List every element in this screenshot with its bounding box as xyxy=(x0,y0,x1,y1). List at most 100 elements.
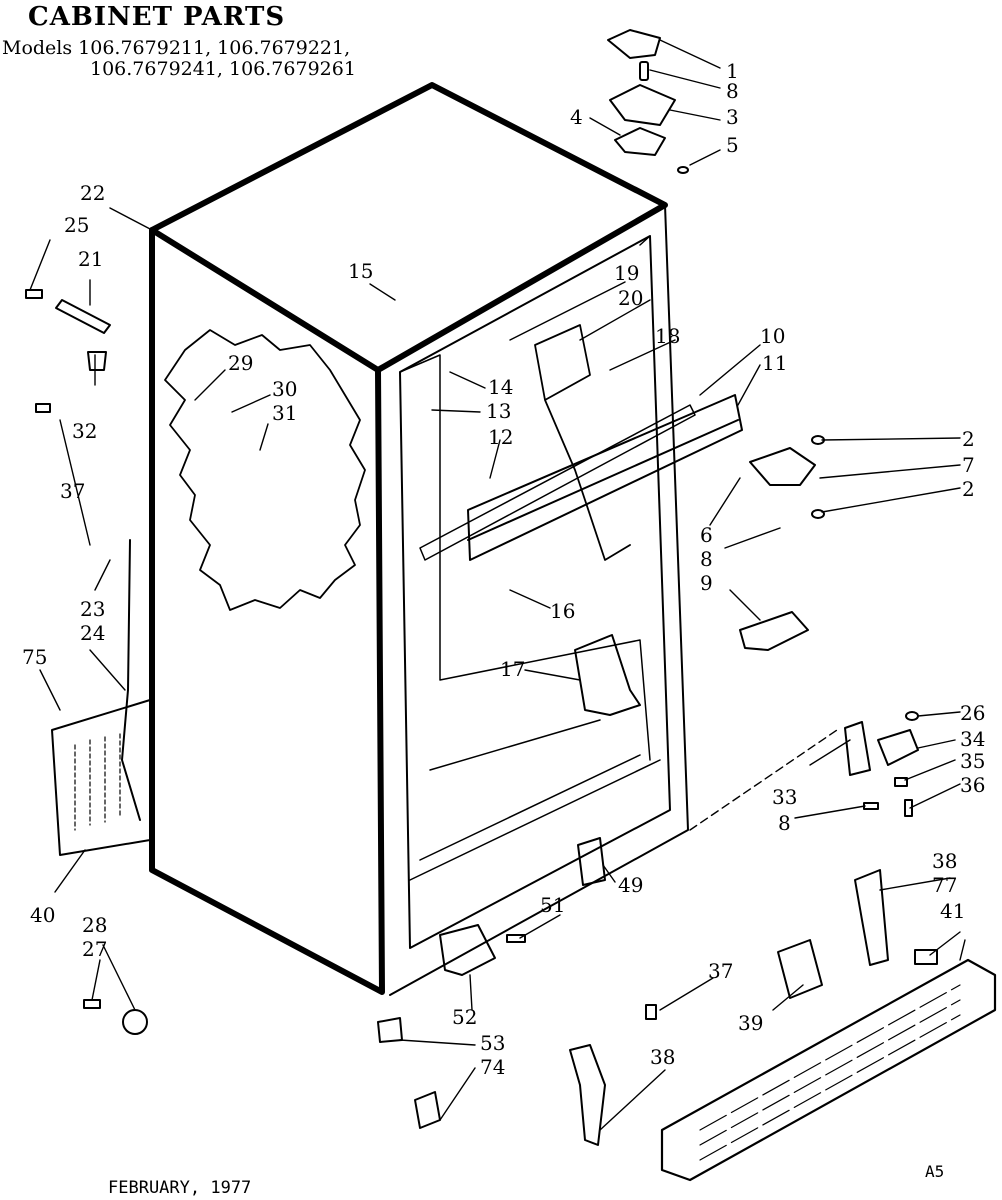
callout-label: 28 xyxy=(82,913,107,937)
pin-21 xyxy=(55,299,111,334)
hinge-cover-1 xyxy=(607,29,661,59)
grille-41 xyxy=(660,958,997,1182)
clip-9 xyxy=(739,611,809,651)
divider-bar xyxy=(419,404,696,561)
cap-32 xyxy=(87,351,107,371)
callout-label: 21 xyxy=(78,247,103,271)
callout-label: 18 xyxy=(655,324,680,348)
washer-5 xyxy=(677,166,689,174)
callout-label: 10 xyxy=(760,324,785,348)
hinge-3 xyxy=(609,84,676,126)
bracket-52 xyxy=(439,924,496,976)
callout-label: 38 xyxy=(932,849,957,873)
callout-label: 32 xyxy=(72,419,97,443)
washer-26 xyxy=(905,711,919,721)
callout-label: 13 xyxy=(486,399,511,423)
callout-labels: 1 8 3 4 5 22 25 21 15 19 20 18 10 11 29 … xyxy=(22,59,985,1079)
caster-28 xyxy=(122,1009,148,1035)
callout-label: 37 xyxy=(708,959,733,983)
callout-label: 51 xyxy=(540,893,565,917)
callout-label: 22 xyxy=(80,181,105,205)
callout-label: 23 xyxy=(80,597,105,621)
leveler-53 xyxy=(377,1017,403,1043)
callout-label: 77 xyxy=(932,873,957,897)
callout-label: 7 xyxy=(962,453,975,477)
callout-label: 6 xyxy=(700,523,713,547)
screw-8-lower xyxy=(863,802,879,810)
callout-label: 14 xyxy=(488,375,513,399)
bracket-17 xyxy=(574,634,641,716)
callout-label: 39 xyxy=(738,1011,763,1035)
callout-label: 26 xyxy=(960,701,985,725)
models-list: Models 106.7679211, 106.7679221, 106.767… xyxy=(2,38,356,80)
pin-35 xyxy=(894,777,908,787)
bracket-38-upper xyxy=(854,869,889,966)
screw-36 xyxy=(904,799,913,817)
leader-lines xyxy=(29,39,966,1131)
cabinet-left-side xyxy=(149,227,385,995)
screw-37-bottom xyxy=(645,1004,657,1020)
cabinet-front-inner xyxy=(399,235,671,949)
callout-label: 31 xyxy=(272,401,297,425)
screw-8-top xyxy=(639,61,649,81)
back-panel-40 xyxy=(51,699,151,856)
clip-49 xyxy=(577,837,606,886)
footer-date: FEBRUARY, 1977 xyxy=(108,1178,252,1198)
callout-label: 75 xyxy=(22,645,47,669)
cabinet-liner-depth xyxy=(399,235,651,761)
back-panel-vents xyxy=(74,733,121,831)
callout-label: 8 xyxy=(778,811,791,835)
callout-label: 25 xyxy=(64,213,89,237)
callout-label: 30 xyxy=(272,377,297,401)
divider-rail xyxy=(467,394,743,561)
callout-label: 2 xyxy=(962,427,975,451)
insulation-cutout xyxy=(164,329,366,611)
hinge-7 xyxy=(749,447,816,486)
footer-page-code: A5 xyxy=(925,1162,945,1181)
callout-label: 9 xyxy=(700,571,713,595)
callout-label: 11 xyxy=(762,351,787,375)
clip-74 xyxy=(414,1091,441,1129)
hinge-34 xyxy=(877,729,919,766)
callout-label: 36 xyxy=(960,773,985,797)
callout-label: 2 xyxy=(962,477,975,501)
callout-label: 41 xyxy=(940,899,965,923)
callout-label: 17 xyxy=(500,657,525,681)
screw-25 xyxy=(25,289,43,299)
cabinet-front-outer xyxy=(377,204,689,996)
callout-label: 38 xyxy=(650,1045,675,1069)
callout-label: 35 xyxy=(960,749,985,773)
cabinet-top xyxy=(149,82,668,373)
grille-slots xyxy=(699,984,961,1161)
tube-24 xyxy=(121,539,141,821)
bracket-20 xyxy=(534,324,631,561)
callout-label: 8 xyxy=(726,79,739,103)
callout-label: 74 xyxy=(480,1055,505,1079)
callout-label: 37 xyxy=(60,479,85,503)
callout-label: 8 xyxy=(700,547,713,571)
models-line-2: 106.7679241, 106.7679261 xyxy=(90,58,356,80)
bracket-38-lower xyxy=(569,1044,606,1146)
callout-label: 24 xyxy=(80,621,105,645)
callout-label: 4 xyxy=(570,105,583,129)
callout-label: 27 xyxy=(82,937,107,961)
callout-label: 29 xyxy=(228,351,253,375)
callout-label: 40 xyxy=(30,903,55,927)
callout-label: 1 xyxy=(726,59,739,83)
callout-label: 5 xyxy=(726,133,739,157)
callout-label: 33 xyxy=(772,785,797,809)
hinge-bracket-33 xyxy=(844,721,871,776)
models-line-1: Models 106.7679211, 106.7679221, xyxy=(2,37,351,59)
grille-clip-39 xyxy=(777,939,823,999)
cabinet-floor xyxy=(409,719,661,881)
callout-label: 15 xyxy=(348,259,373,283)
screw-27 xyxy=(83,999,101,1009)
callout-label: 34 xyxy=(960,727,985,751)
callout-label: 52 xyxy=(452,1005,477,1029)
hinge-plate-4 xyxy=(614,127,666,156)
callout-label: 53 xyxy=(480,1031,505,1055)
callout-label: 49 xyxy=(618,873,643,897)
callout-label: 16 xyxy=(550,599,575,623)
callout-label: 12 xyxy=(488,425,513,449)
